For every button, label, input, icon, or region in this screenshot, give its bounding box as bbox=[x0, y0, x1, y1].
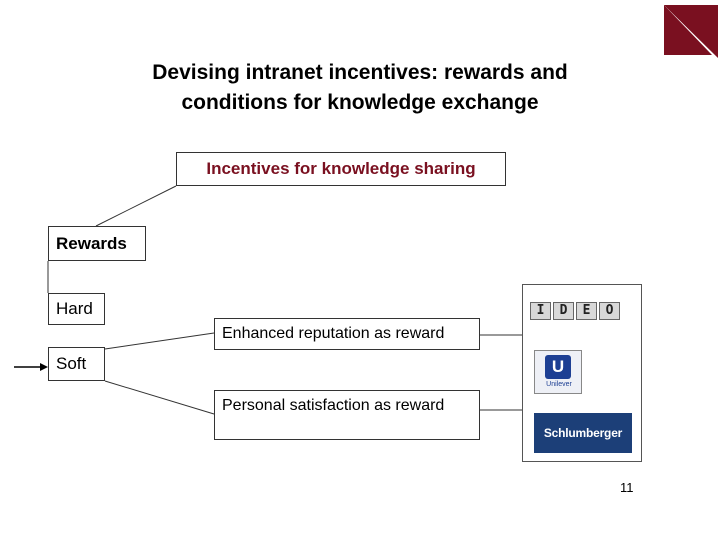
soft-box: Soft bbox=[48, 347, 105, 381]
connector-soft-personal bbox=[104, 380, 215, 415]
connector-soft-enhanced bbox=[104, 332, 215, 350]
soft-arrow-head bbox=[40, 363, 48, 371]
corner-accent-triangle bbox=[663, 4, 720, 62]
ideo-letter: E bbox=[576, 302, 597, 320]
enhanced-reputation-box: Enhanced reputation as reward bbox=[214, 318, 480, 350]
ideo-letter: I bbox=[530, 302, 551, 320]
ideo-logo: I D E O bbox=[530, 302, 620, 320]
page-number: 11 bbox=[620, 480, 634, 495]
title-line-2: conditions for knowledge exchange bbox=[181, 91, 539, 114]
unilever-wordmark: Unilever bbox=[546, 381, 572, 388]
personal-satisfaction-box: Personal satisfaction as reward bbox=[214, 390, 480, 440]
unilever-mark: U bbox=[545, 355, 571, 379]
corner-accent bbox=[664, 5, 712, 55]
ideo-letter: O bbox=[599, 302, 620, 320]
unilever-logo: U Unilever bbox=[534, 350, 582, 394]
title-line-1: Devising intranet incentives: rewards an… bbox=[152, 61, 568, 84]
incentives-root-box: Incentives for knowledge sharing bbox=[176, 152, 506, 186]
connector-root-rewards bbox=[95, 185, 177, 227]
slide-title: Devising intranet incentives: rewards an… bbox=[60, 58, 660, 118]
corner-triangle-shape bbox=[664, 5, 718, 58]
rewards-box: Rewards bbox=[48, 226, 146, 261]
ideo-letter: D bbox=[553, 302, 574, 320]
schlumberger-logo: Schlumberger bbox=[534, 413, 632, 453]
hard-box: Hard bbox=[48, 293, 105, 325]
